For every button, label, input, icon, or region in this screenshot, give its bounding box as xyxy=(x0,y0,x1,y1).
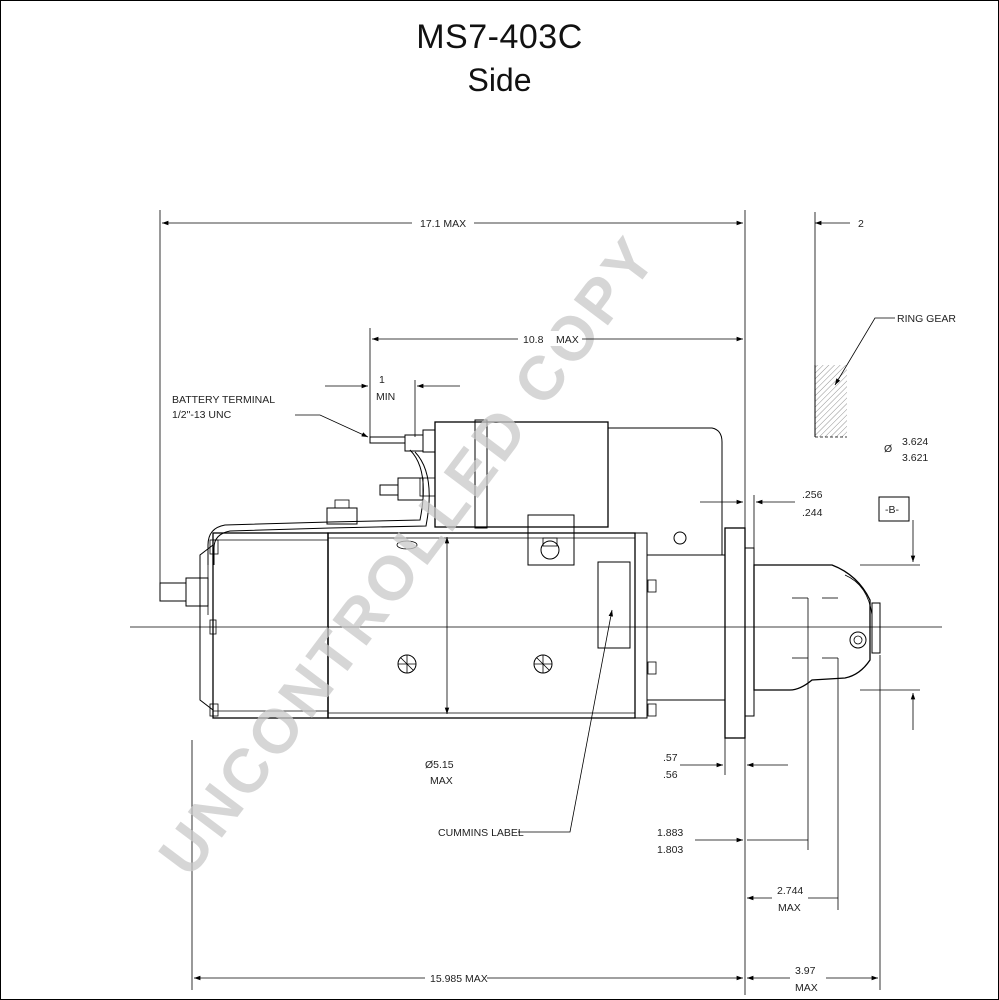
label-battery-terminal: BATTERY TERMINAL xyxy=(172,394,275,406)
dim-solenoid-length-max: MAX xyxy=(556,334,579,346)
dim-57: .57 xyxy=(663,752,678,764)
dim-body-dia-max: MAX xyxy=(430,775,453,787)
ring-gear xyxy=(814,365,847,438)
leader-ring-gear xyxy=(834,317,895,386)
dim-1883: 1.883 xyxy=(657,827,683,839)
dim-flange-thickness-b: .244 xyxy=(802,507,823,519)
dim-flange-thickness-a: .256 xyxy=(802,489,823,501)
drawing-title: MS7-403C xyxy=(416,18,583,56)
dim-1803: 1.803 xyxy=(657,844,683,856)
datum-box xyxy=(878,496,910,522)
leader-cummins-label xyxy=(518,609,614,833)
dim-pilot-dia-a: 3.624 xyxy=(902,436,928,448)
pinion-nose xyxy=(753,564,881,691)
dim-terminal-gap-min: MIN xyxy=(376,391,395,403)
dim-2744-max: MAX xyxy=(778,902,801,914)
datum-label: -B- xyxy=(885,504,900,516)
dim-motor-length: 15.985 MAX xyxy=(430,973,488,985)
dim-56: .56 xyxy=(663,769,678,781)
dim-397-max: MAX xyxy=(795,982,818,994)
solenoid xyxy=(207,419,723,566)
motor-housing xyxy=(159,532,636,719)
label-battery-thread: 1/2"-13 UNC xyxy=(172,409,232,421)
watermark-text: UNCONTROLLED COPY xyxy=(146,223,671,888)
dim-solenoid-length: 10.8 xyxy=(523,334,544,346)
dim-terminal-gap: 1 xyxy=(379,374,385,386)
label-cummins: CUMMINS LABEL xyxy=(438,827,524,839)
leader-battery-terminal xyxy=(295,414,369,438)
dim-pilot-dia-b: 3.621 xyxy=(902,452,928,464)
dim-pilot-dia-symbol: Ø xyxy=(884,443,892,455)
label-ring-gear: RING GEAR xyxy=(897,313,956,325)
dim-397: 3.97 xyxy=(795,965,816,977)
drive-housing xyxy=(597,527,755,739)
dim-body-dia: Ø5.15 xyxy=(425,759,454,771)
drawing-subtitle: Side xyxy=(467,62,532,98)
dim-2744: 2.744 xyxy=(777,885,803,897)
dim-offset-2: 2 xyxy=(858,218,864,230)
dim-overall-length: 17.1 MAX xyxy=(420,218,466,230)
